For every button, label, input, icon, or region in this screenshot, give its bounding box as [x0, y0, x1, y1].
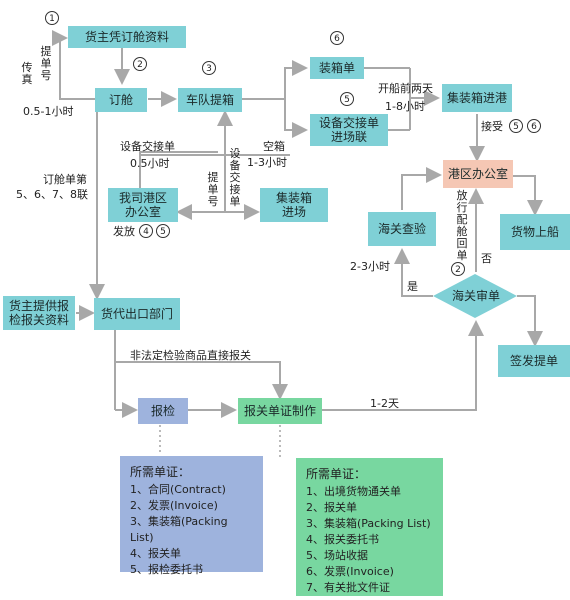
step-circle-2: 2 [133, 57, 147, 71]
node-declaration: 报关单证制作 [238, 398, 322, 424]
label-copies-list: 5、6、7、8联 [16, 188, 88, 201]
declaration-doc-item: 6、发票(Invoice) [306, 565, 394, 578]
inspection-doc-item: 3、集装箱(Packing List) [130, 515, 228, 544]
label-issue: 发放 [113, 225, 135, 238]
declaration-docs-title: 所需单证： [306, 467, 367, 481]
node-eir-yard: 设备交接单 进场联 [310, 114, 388, 146]
arrow-to-packing-list [284, 60, 308, 99]
step-circle-2-release: 2 [451, 262, 465, 276]
declaration-doc-item: 3、集装箱(Packing List) [306, 517, 431, 530]
label-hours-2-3: 2-3小时 [350, 260, 390, 273]
inspection-doc-item: 5、报检委托书 [130, 563, 203, 576]
arrow-check-to-port [401, 167, 442, 210]
arrow-to-load [512, 175, 543, 216]
arrow-to-eir-yard [284, 99, 308, 138]
label-yes: 是 [407, 280, 418, 293]
declaration-doc-item: 1、出境货物通关单 [306, 485, 401, 498]
label-bl-number-1: 提单号 [40, 45, 52, 82]
inspection-docs-box: 所需单证： 1、合同(Contract) 2、发票(Invoice) 3、集装箱… [120, 456, 263, 576]
node-container-yard: 集装箱 进场 [260, 188, 328, 222]
step-circle-6-receive: 6 [527, 119, 541, 133]
customs-review-diamond [433, 274, 517, 318]
node-container-in: 集装箱进港 [442, 84, 512, 112]
node-customs-check: 海关查验 [368, 212, 436, 246]
label-booking-copies: 订舱单第 [43, 173, 87, 186]
label-receive: 接受 [481, 120, 503, 133]
label-bl-number-2: 提单号 [207, 171, 219, 208]
node-sign-bl: 签发提单 [498, 345, 570, 377]
arrow-fax-back [52, 30, 95, 100]
inspection-doc-item: 1、合同(Contract) [130, 483, 226, 496]
label-days-1-2: 1-2天 [370, 397, 399, 410]
label-direct-declare: 非法定检验商品直接报关 [130, 349, 251, 362]
node-booking: 订舱 [95, 88, 147, 112]
label-no: 否 [481, 252, 492, 265]
declaration-doc-item: 4、报关委托书 [306, 533, 379, 546]
declaration-docs-box: 所需单证： 1、出境货物通关单 2、报关单 3、集装箱(Packing List… [296, 458, 443, 596]
node-truck-pickup: 车队提箱 [178, 88, 242, 112]
node-cargo-load: 货物上船 [500, 214, 570, 250]
step-circle-6: 6 [330, 31, 344, 45]
label-eir: 设备交接单 [120, 140, 175, 153]
inspection-doc-item: 4、报关单 [130, 547, 181, 560]
label-release-vertical: 放行配舱回单 [456, 189, 468, 262]
label-half-hour: 0.5小时 [130, 157, 170, 170]
node-our-office: 我司港区 办公室 [108, 188, 178, 222]
node-packing-list: 装箱单 [310, 57, 364, 79]
step-circle-5-issue: 5 [156, 224, 170, 238]
arrow-to-sign-bl [517, 295, 543, 347]
step-circle-1: 1 [45, 11, 59, 25]
node-inspection: 报检 [138, 398, 188, 424]
arrow-to-customs-check [394, 248, 433, 297]
label-empty-box: 空箱 [263, 140, 285, 153]
step-circle-3: 3 [202, 61, 216, 75]
label-time-half-1h: 0.5-1小时 [23, 105, 74, 118]
arrow-direct-declare [115, 361, 288, 400]
inspection-docs-title: 所需单证： [130, 465, 191, 479]
step-circle-5: 5 [340, 92, 354, 106]
node-forwarder-export: 货代出口部门 [94, 298, 180, 330]
node-port-office: 港区办公室 [443, 160, 513, 188]
label-eir-vertical: 设备交接单 [229, 147, 241, 208]
step-circle-4-issue: 4 [139, 224, 153, 238]
label-fax: 传真 [21, 61, 33, 86]
label-hours-1-8: 1-8小时 [385, 100, 425, 113]
inspection-doc-item: 2、发票(Invoice) [130, 499, 218, 512]
step-circle-5-receive: 5 [509, 119, 523, 133]
declaration-doc-item: 7、有关批文件证 [306, 581, 390, 594]
arrow-to-customs-review [322, 320, 484, 411]
declaration-doc-item: 5、场站收据 [306, 549, 368, 562]
node-cargo-booking: 货主凭订舱资料 [68, 26, 186, 48]
node-customs-review: 海关审单 [451, 289, 500, 303]
label-two-days-before: 开船前两天 [378, 82, 433, 95]
label-hours-1-3: 1-3小时 [247, 156, 287, 169]
node-shipper-docs: 货主提供报 检报关资料 [3, 296, 75, 330]
declaration-doc-item: 2、报关单 [306, 501, 357, 514]
